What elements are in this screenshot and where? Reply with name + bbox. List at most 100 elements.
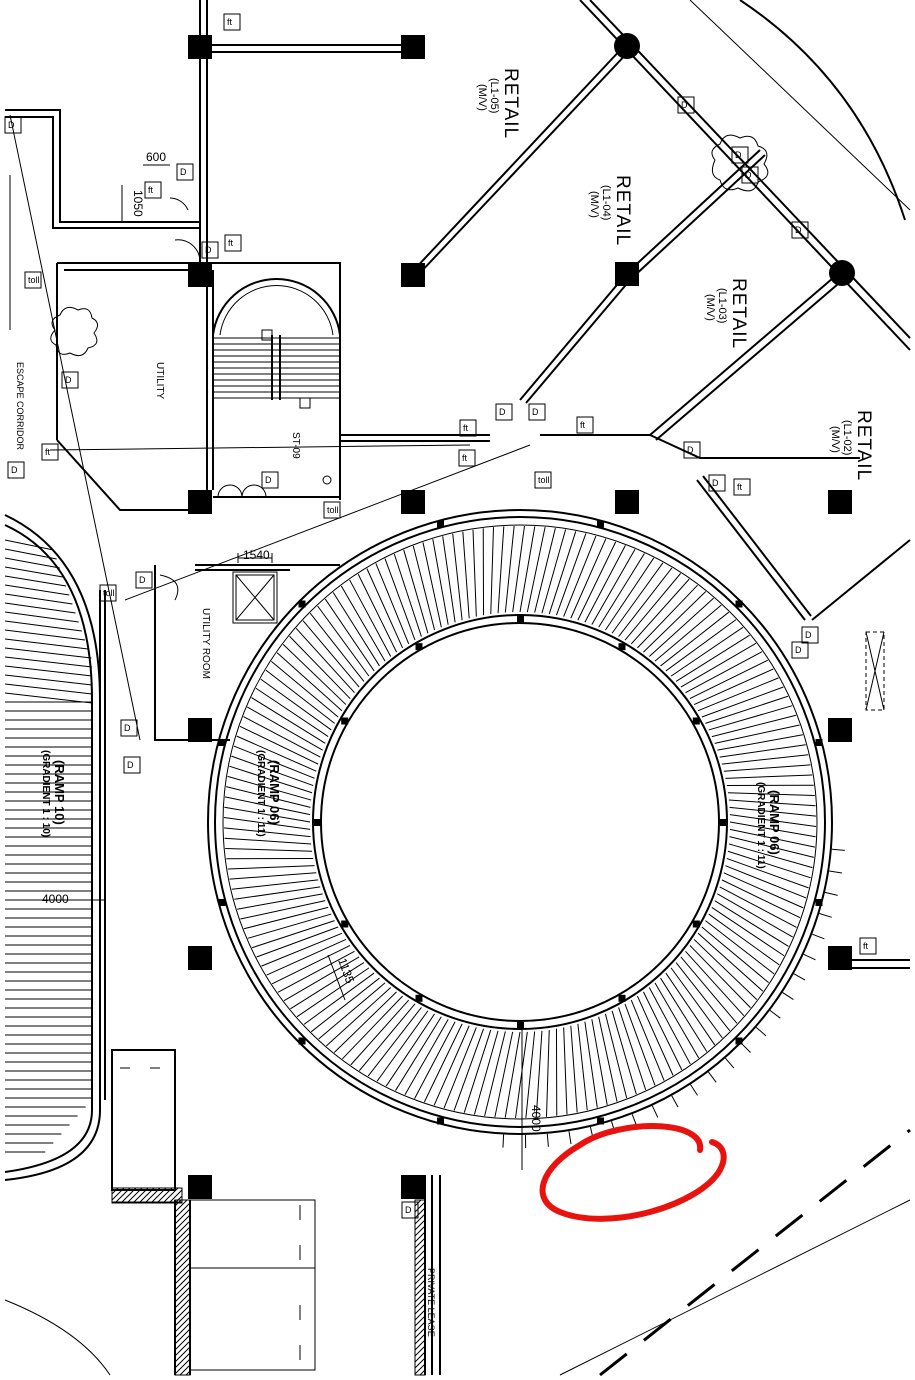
ramp-tread <box>395 1016 442 1091</box>
ramp-post <box>218 739 226 747</box>
ramp-tread <box>535 1030 543 1118</box>
column <box>828 946 852 970</box>
equipment-tag-label: D <box>712 478 719 488</box>
ramp-tread <box>357 573 398 653</box>
ramp-tread <box>490 527 495 615</box>
ramp-tread <box>545 1029 550 1117</box>
equipment-tag-label: D <box>205 245 212 255</box>
ramp-tread <box>584 545 626 623</box>
hatch-line <box>414 1225 426 1237</box>
hatch-line <box>414 1255 426 1267</box>
ramp-tread <box>689 659 769 700</box>
column <box>188 490 212 514</box>
ramp-tread <box>4 566 64 578</box>
equipment-tag <box>4 116 22 134</box>
dim-1540: 1540 <box>243 548 270 562</box>
ramp-post <box>517 616 524 623</box>
ramp-tread <box>317 605 370 677</box>
ramp-tread <box>332 592 380 667</box>
column <box>401 490 425 514</box>
ramp-tread <box>723 872 804 909</box>
ramp-tread <box>443 1027 477 1109</box>
ramp-tread <box>473 1030 499 1115</box>
equipment-tag <box>534 471 552 489</box>
ramp-tread <box>224 806 311 823</box>
retail-05-code: (L1-05) <box>488 78 500 113</box>
ramp-10-name: (RAMP 10) <box>52 760 67 825</box>
ramp-tread <box>385 1013 436 1087</box>
retail-03-sub: (M/V) <box>704 294 716 321</box>
stair-st09 <box>212 277 341 498</box>
hatch-line <box>174 1280 191 1297</box>
ramp-tread <box>295 627 355 694</box>
ramp-tread <box>463 1029 492 1113</box>
ramp-tread <box>708 705 793 731</box>
ramp-post <box>815 739 823 747</box>
equipment-tag <box>7 461 25 479</box>
hatch-line <box>174 1232 191 1249</box>
ramp-tread <box>422 542 442 628</box>
facade-fin <box>546 1133 549 1147</box>
equipment-tag-label: ft <box>227 17 233 27</box>
ramp-tread <box>721 754 809 765</box>
facade-fin <box>769 1009 781 1019</box>
hatch-line <box>174 1226 191 1243</box>
hatch-line <box>414 1297 426 1309</box>
ramp-tread <box>462 531 470 619</box>
equipment-tag <box>859 937 877 955</box>
facade-fin <box>824 891 838 896</box>
ramp-tread <box>728 843 813 869</box>
ramp-tread <box>727 850 811 879</box>
ramp-tread <box>630 578 690 645</box>
ramp-post <box>415 643 423 651</box>
equipment-tag-label: ft <box>148 185 154 195</box>
column <box>401 1175 425 1199</box>
hatch-line <box>414 1243 426 1255</box>
ramp-tread <box>636 995 674 1076</box>
equipment-tag-label: D <box>405 1205 412 1215</box>
ramp-tread <box>4 575 67 587</box>
column <box>401 263 425 287</box>
equipment-tag-label: ft <box>737 482 743 492</box>
facade-fin <box>690 1084 698 1096</box>
ramp-tread <box>442 536 456 623</box>
ramp-tread <box>685 651 763 694</box>
ramp-10 <box>4 514 105 1181</box>
facade-fin <box>707 1071 717 1083</box>
ramp-tread <box>251 697 326 744</box>
ramp-tread <box>675 634 750 682</box>
hatch-line <box>414 1231 426 1243</box>
hatch-line <box>414 1219 426 1231</box>
equipment-tag-label: D <box>735 150 742 160</box>
hatch-line <box>174 1244 191 1261</box>
ramp-tread <box>432 539 449 625</box>
ramp-tread <box>721 879 801 919</box>
ramp-tread <box>255 687 329 738</box>
column <box>188 263 212 287</box>
column <box>828 718 852 742</box>
hatch-line <box>414 1333 426 1345</box>
hatch-line <box>414 1339 426 1351</box>
column <box>615 262 639 286</box>
ramp-labels: (RAMP 06) (GRADIENT 1 : 11) (RAMP 06) (G… <box>40 750 782 869</box>
ramp-tread <box>4 638 89 650</box>
ramp-tread <box>290 962 365 1010</box>
ramp-tread <box>725 865 807 899</box>
equipment-tag-label: toll <box>538 475 550 485</box>
equipment-tag-label: D <box>681 100 688 110</box>
hatch-line <box>174 1322 191 1339</box>
hatch-line <box>414 1249 426 1261</box>
hatch-line <box>414 1213 426 1225</box>
equipment-tag-label: D <box>127 760 134 770</box>
facade-fin <box>671 1095 679 1108</box>
retail-05-sub: (M/V) <box>476 84 488 111</box>
equipment-tag <box>144 181 162 199</box>
ramp-tread <box>453 1028 485 1111</box>
ramp-tread <box>366 568 404 649</box>
ramp-tread <box>318 982 386 1040</box>
ramp-tread <box>296 967 370 1018</box>
equipment-tag <box>401 1201 419 1219</box>
ramp-tread <box>611 1010 637 1095</box>
ramp-tread <box>637 584 698 649</box>
ramp-10-gradient: (GRADIENT 1 : 10) <box>40 750 51 837</box>
